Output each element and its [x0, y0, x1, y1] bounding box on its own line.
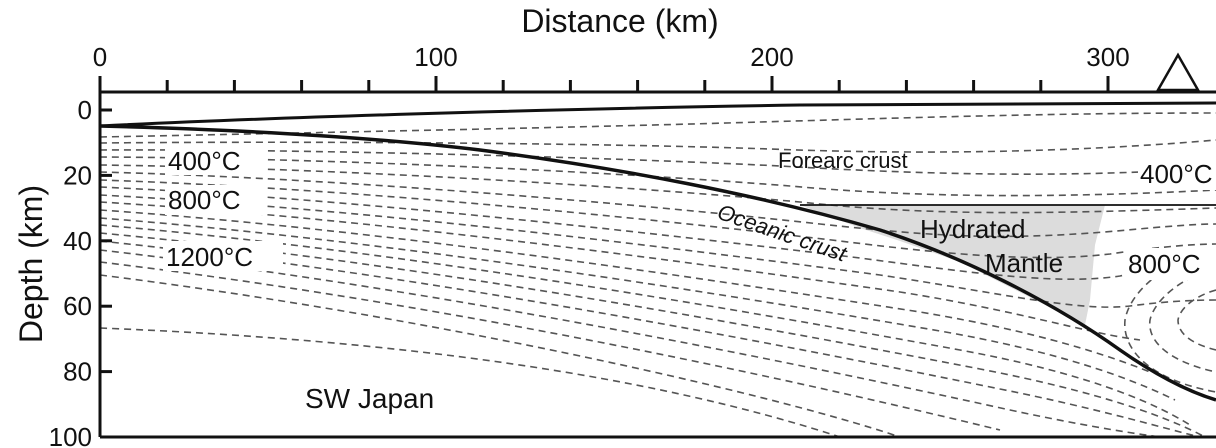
isotherm-label-800-left: 800°C [168, 185, 241, 215]
hydrated-mantle-label-line2: Mantle [985, 248, 1063, 278]
y-tick-label: 60 [63, 291, 92, 321]
plot-frame [98, 90, 1216, 439]
isotherm-label-1200-left: 1200°C [166, 242, 253, 272]
isotherm-line [100, 209, 1151, 373]
x-tick-labels: 0 100 200 300 [93, 42, 1130, 72]
isotherm-line [100, 217, 1176, 401]
x-axis-title: Distance (km) [521, 3, 718, 39]
surface-line [100, 101, 1216, 128]
y-tick-label: 100 [49, 422, 92, 448]
isotherm-labels: 400°C 800°C 1200°C 400°C 800°C [163, 146, 1216, 280]
isotherm-line [100, 201, 1141, 341]
y-tick-label: 80 [63, 357, 92, 387]
isotherm-label-800-right: 800°C [1128, 249, 1201, 279]
region-labels: Forearc crust Oceanic crust Hydrated Man… [305, 148, 1063, 414]
isotherm-line [100, 194, 1216, 308]
isotherm-line [1177, 289, 1216, 351]
y-axis-title: Depth (km) [13, 185, 49, 343]
x-minor-ticks [165, 80, 1177, 92]
isotherm-line [100, 164, 1216, 214]
isotherm-line [100, 232, 1206, 437]
isotherm-line [100, 249, 1161, 437]
isotherm-line [100, 139, 1216, 153]
isotherm-line [100, 261, 1001, 431]
y-tick-label: 0 [78, 95, 92, 125]
isotherm-label-400-left: 400°C [168, 146, 241, 176]
boundaries [100, 101, 1216, 402]
isotherm-line [100, 171, 1216, 238]
volcano-triangle-icon [1155, 52, 1201, 92]
y-tick-labels: 0 20 40 60 80 100 [49, 95, 92, 448]
isotherm-line [100, 149, 1216, 175]
x-tick-label: 200 [750, 42, 793, 72]
isotherm-line [100, 156, 1216, 197]
y-major-ticks [100, 108, 112, 439]
y-tick-label: 40 [63, 226, 92, 256]
isotherm-line [100, 240, 1201, 437]
x-tick-label: 300 [1086, 42, 1129, 72]
x-tick-label: 100 [414, 42, 457, 72]
y-tick-label: 20 [63, 160, 92, 190]
isotherm-line [100, 327, 841, 437]
x-tick-label: 0 [93, 42, 107, 72]
forearc-crust-label: Forearc crust [778, 148, 908, 173]
slab-surface-line [100, 124, 1216, 402]
hydrated-mantle-label-line1: Hydrated [920, 214, 1026, 244]
isotherm-line [100, 274, 901, 437]
region-name-label: SW Japan [305, 383, 434, 414]
isotherm-line [1149, 267, 1216, 373]
isotherm-label-400-right: 400°C [1140, 159, 1213, 189]
x-major-ticks [98, 76, 1110, 92]
